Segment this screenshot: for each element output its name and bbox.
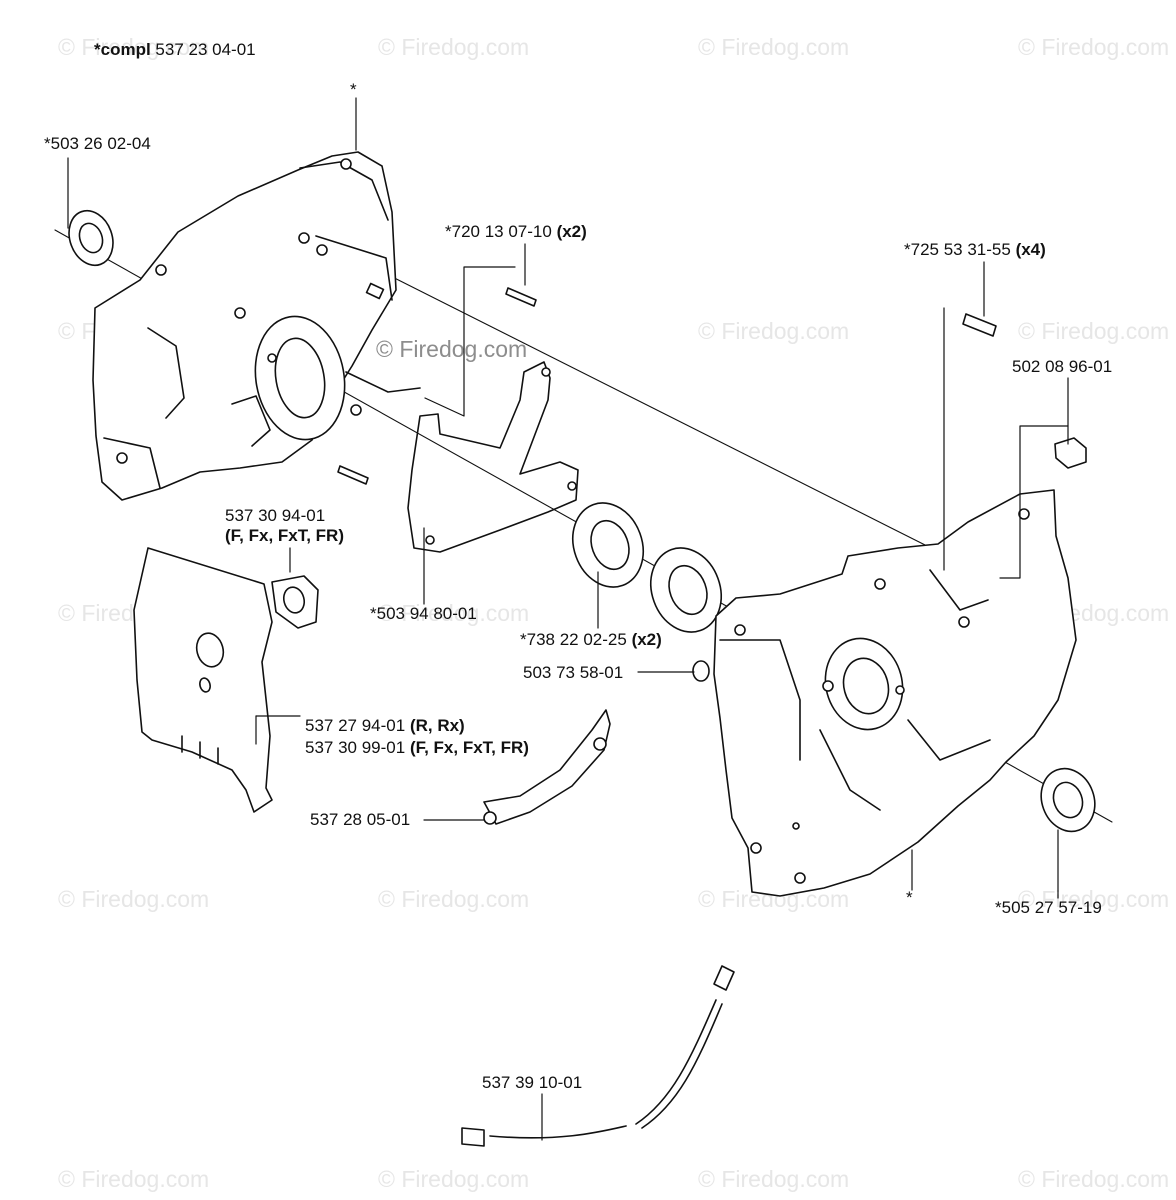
watermark: © Firedog.com — [58, 886, 210, 912]
watermark: © Firedog.com — [378, 600, 530, 626]
assembly-prefix: *compl — [94, 40, 151, 59]
part-number: *738 22 02-25 — [520, 630, 627, 649]
watermark: © Firedog.com — [1018, 318, 1170, 344]
screw — [962, 313, 997, 337]
watermark: © Firedog.com — [58, 1166, 210, 1192]
clamp — [483, 709, 611, 825]
part-models: (R, Rx) — [409, 716, 465, 735]
leader-lines — [67, 97, 1069, 1141]
assembly-part-number: 537 23 04-01 — [155, 40, 256, 59]
watermark: © Firedog.com — [378, 1166, 530, 1192]
part-label-cable[interactable]: 537 39 10-01 — [482, 1073, 583, 1092]
part-label-seal-left[interactable]: *503 26 02-04 — [44, 134, 151, 153]
part-number: 537 30 94-01 — [225, 506, 326, 525]
watermark: © Firedog.com — [378, 886, 530, 912]
shield-plate — [133, 547, 273, 813]
seal-left — [68, 209, 114, 267]
watermark: © Firedog.com — [698, 34, 850, 60]
center-watermark: © Firedog.com — [376, 336, 528, 362]
part-label-gasket[interactable]: *503 94 80-01 — [370, 604, 477, 623]
seal-right — [1040, 767, 1096, 833]
nut — [1054, 437, 1087, 469]
crankcase-left-half — [92, 151, 421, 501]
part-label-nut[interactable]: 502 08 96-01 — [1012, 357, 1113, 376]
watermark: © Firedog.com — [1018, 34, 1170, 60]
watermark: © Firedog.com — [58, 34, 210, 60]
rubber-pad — [271, 575, 319, 629]
part-label-seal-right[interactable]: *505 27 57-19 — [995, 898, 1102, 917]
part-number: *720 13 07-10 — [445, 222, 552, 241]
watermark: © Firedog.com — [1018, 886, 1170, 912]
part-label-bearing[interactable]: *738 22 02-25 (x2) — [520, 630, 662, 650]
part-qty: (x2) — [556, 222, 587, 241]
part-label-clamp[interactable]: 537 28 05-01 — [310, 810, 411, 829]
watermark: © Firedog.com — [378, 34, 530, 60]
part-label-pad[interactable]: 537 30 94-01 (F, Fx, FxT, FR) — [225, 506, 344, 546]
gasket — [407, 361, 579, 553]
screw-axis — [314, 237, 946, 556]
part-models: (F, Fx, FxT, FR) — [225, 526, 344, 545]
dowel-pins — [337, 287, 537, 485]
part-label-shield-1[interactable]: 537 27 94-01 (R, Rx) — [305, 716, 465, 736]
plug — [692, 660, 710, 682]
part-number: *725 53 31-55 — [904, 240, 1011, 259]
assembly-number: *compl 537 23 04-01 — [94, 40, 256, 60]
asterisk-marker: * — [906, 888, 913, 907]
watermark: © Firedog.com — [698, 318, 850, 344]
crankcase-right-half — [713, 489, 1077, 897]
asterisk-marker: * — [350, 80, 357, 99]
part-number: 537 30 99-01 — [305, 738, 406, 757]
part-qty: (x4) — [1015, 240, 1046, 259]
part-label-pin[interactable]: *720 13 07-10 (x2) — [445, 222, 587, 242]
part-number: 537 27 94-01 — [305, 716, 406, 735]
part-models: (F, Fx, FxT, FR) — [409, 738, 529, 757]
part-qty: (x2) — [631, 630, 662, 649]
part-label-shield-2[interactable]: 537 30 99-01 (F, Fx, FxT, FR) — [305, 738, 529, 758]
cable — [461, 965, 735, 1147]
part-label-plug[interactable]: 503 73 58-01 — [523, 663, 624, 682]
watermark: © Firedog.com — [698, 1166, 850, 1192]
watermark: © Firedog.com — [1018, 1166, 1170, 1192]
bearings — [572, 502, 722, 633]
part-label-screw[interactable]: *725 53 31-55 (x4) — [904, 240, 1046, 260]
